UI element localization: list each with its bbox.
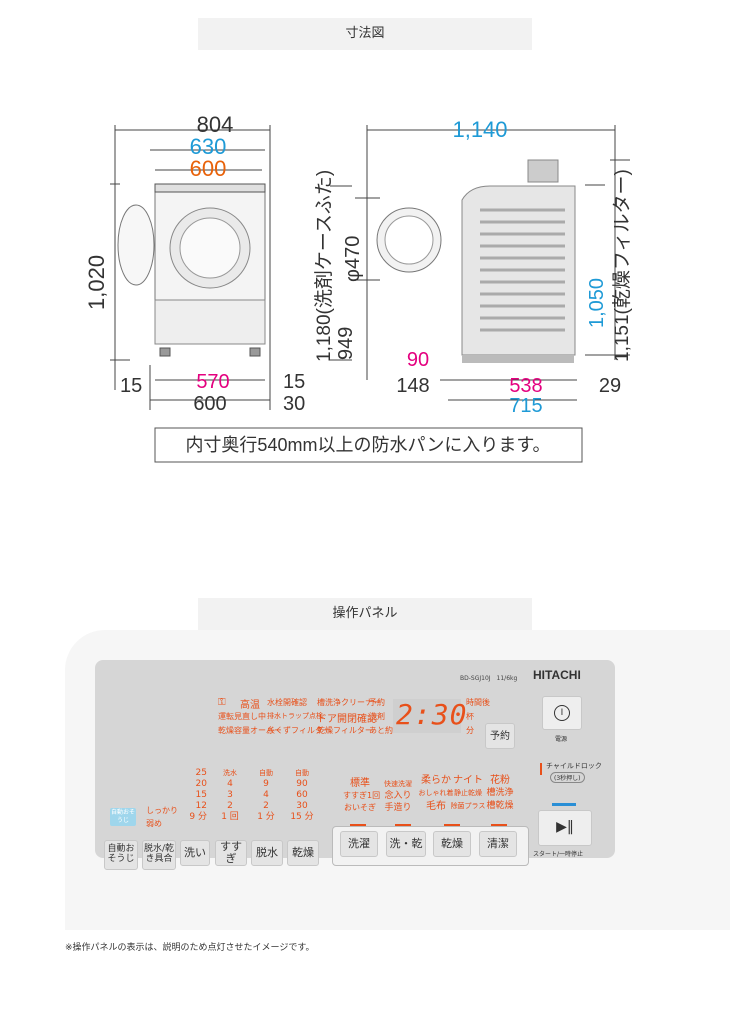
course-col-1: 標準すすぎ1回おいそぎ <box>343 778 381 812</box>
status-dry-filter: 乾燥フィルター <box>317 726 373 735</box>
operation-panel: HITACHI BD-SGJ10J 11/6kg ⚿ 高温 運転見直し中 乾燥容… <box>0 630 730 930</box>
time-display <box>393 699 461 733</box>
dim-90: 90 <box>407 349 429 371</box>
status-reserve: 予約 <box>369 698 385 707</box>
course-col-5: 花粉槽洗浄槽乾燥 <box>486 775 514 811</box>
front-view-washer <box>117 183 266 357</box>
label-hours-later: 時間後 <box>466 698 490 707</box>
reserve-button[interactable]: 予約 <box>485 723 515 749</box>
dim-1140: 1,140 <box>452 117 507 142</box>
auto-clean-button[interactable]: 自動おそうじ <box>104 840 138 870</box>
dim-29: 29 <box>599 375 621 397</box>
child-lock-label: チャイルドロック <box>546 762 602 770</box>
child-lock-lamp <box>540 763 542 775</box>
status-door: ドア開閉確認 <box>317 714 377 725</box>
dry-setting-button[interactable]: 乾燥 <box>287 840 319 866</box>
dim-600-bottom: 600 <box>193 393 226 415</box>
dim-600-top: 600 <box>190 156 227 181</box>
dim-804: 804 <box>197 112 234 137</box>
status-high-temp: 高温 <box>240 700 260 711</box>
side-view-washer <box>376 159 576 363</box>
course-col-2: 快速洗濯念入り手造り <box>384 780 412 813</box>
dry-level-button[interactable]: 脱水/乾き具合 <box>142 840 176 870</box>
section-header-panel: 操作パネル <box>198 598 532 630</box>
start-pause-button[interactable]: ▶‖ <box>538 810 592 846</box>
label-cups: 杯 <box>466 712 474 721</box>
course-dry-button[interactable]: 乾燥 <box>433 831 471 857</box>
dim-148: 148 <box>396 375 429 397</box>
course-clean-button[interactable]: 清潔 <box>479 831 517 857</box>
dim-30: 30 <box>283 393 305 415</box>
dim-470: φ470 <box>342 236 364 282</box>
course-col-4: ナイト静止乾燥除菌プラス <box>450 775 486 810</box>
pan-note: 内寸奥行540mm以上の防水パンに入ります。 <box>185 435 550 455</box>
dim-715: 715 <box>509 395 542 417</box>
strength-weak: 弱め <box>146 819 162 828</box>
strength-strong: しっかり <box>146 806 178 815</box>
course-wash-dry-button[interactable]: 洗・乾 <box>386 831 426 857</box>
footnote: ※操作パネルの表示は、説明のため点灯させたイメージです。 <box>65 943 315 953</box>
status-trap: 排水トラップ点検 <box>267 712 323 720</box>
status-dry-over: 乾燥容量オーバー <box>218 726 282 735</box>
status-lint-filter: 糸くずフィルター <box>267 726 331 735</box>
dim-949: 949 <box>335 327 357 360</box>
status-faucet: 水栓開確認 <box>267 698 307 707</box>
status-remaining: あと約 <box>369 726 393 735</box>
power-button[interactable]: I <box>542 696 582 730</box>
dim-538: 538 <box>509 375 542 397</box>
power-label: 電源 <box>555 736 568 743</box>
child-lock-sub: (3秒押し) <box>550 772 585 783</box>
model-label: BD-SGJ10J 11/6kg <box>460 675 518 682</box>
dimension-diagram: 804 630 600 1,020 15 570 15 600 30 <box>84 112 633 463</box>
power-icon: I <box>554 705 570 721</box>
start-pause-label: スタート/一時停止 <box>533 851 584 858</box>
dim-1050: 1,050 <box>586 278 608 328</box>
course-col-3: 柔らかおしゃれ着毛布 <box>418 775 454 812</box>
label-minutes: 分 <box>466 726 474 735</box>
dim-1151: 1,151(乾燥フィルター) <box>611 169 633 362</box>
auto-clean-lamp: 自動おそうじ <box>110 808 136 826</box>
dim-630: 630 <box>190 134 227 159</box>
dim-15-left: 15 <box>120 375 142 397</box>
section-header-dimensions: 寸法図 <box>198 18 532 50</box>
brand-logo: HITACHI <box>533 668 581 682</box>
dim-1180: 1,180(洗剤ケースふた) <box>313 170 335 362</box>
course-wash-button[interactable]: 洗濯 <box>340 831 378 857</box>
status-review: 運転見直し中 <box>218 712 266 721</box>
status-tub-cleaner: 槽洗浄クリーナー <box>317 698 381 707</box>
play-pause-icon: ▶‖ <box>556 819 574 836</box>
wash-button[interactable]: 洗い <box>180 840 210 866</box>
dim-570: 570 <box>196 371 229 393</box>
dim-15-right: 15 <box>283 371 305 393</box>
rinse-button[interactable]: すすぎ <box>215 840 247 866</box>
spin-button[interactable]: 脱水 <box>251 840 283 866</box>
dim-1020: 1,020 <box>84 255 109 310</box>
key-icon: ⚿ <box>218 697 226 708</box>
status-detergent: 洗剤 <box>369 712 385 721</box>
time-digits: 2:30 <box>396 698 468 731</box>
